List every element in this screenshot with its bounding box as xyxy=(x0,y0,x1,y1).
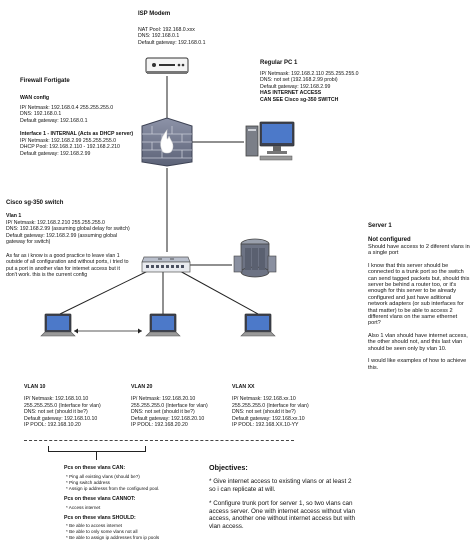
wan-line: DNS: 192.168.0.1 xyxy=(20,111,62,118)
cannot-title: Pcs on these vlans CANNOT: xyxy=(64,496,136,503)
arrowhead-left xyxy=(74,328,78,334)
laptop-icon xyxy=(240,313,276,337)
vlan-group-divider xyxy=(24,440,294,441)
can-item: * Ping switch address xyxy=(66,480,110,486)
objectives-paragraph: * Give internet access to existing vlans… xyxy=(209,478,352,493)
should-item: * Be able to access internet xyxy=(66,523,122,529)
wan-line: IP/ Netmask: 192.168.0.4 255.255.255.0 xyxy=(20,105,114,111)
firewall-title: Firewall Fortigate xyxy=(20,78,70,84)
vlan-line: DNS: not set (should it be?) xyxy=(232,409,296,416)
laptop-icon xyxy=(40,313,76,337)
vlan-group-bracket-stem xyxy=(96,451,97,460)
vlan-line: IP/ Netmask: 192.168.20.10 xyxy=(131,396,196,403)
should-title: Pcs on these vlans SHOULD: xyxy=(64,514,136,521)
vlan-title: VLAN 20 xyxy=(131,384,153,390)
can-item: * Assign ip addresss from the configured… xyxy=(66,486,160,492)
server-title: Server 1 xyxy=(368,223,392,229)
vlan-line: IP/ Netmask: 192.168.xx.10 xyxy=(232,396,296,403)
firewall-wan-title: WAN config xyxy=(20,95,50,101)
isp-modem-label-group: ISP Modem xyxy=(138,11,218,18)
vlan-line: Default gateway: 192.168.10.10 xyxy=(24,415,98,422)
pc-line: HAS INTERNET ACCESS xyxy=(260,90,322,97)
vlan-line: 255.255.255.0 (Interface for vlan) xyxy=(232,402,309,409)
should-item: * Be able to only some vlans not all xyxy=(66,529,138,535)
cannot-item: * Access internet xyxy=(66,504,101,510)
firewall-if1-title: Interface 1 - INTERNAL (Acts as DHCP ser… xyxy=(20,131,134,137)
server-paragraph: I know that this server should be connec… xyxy=(368,262,470,327)
vlan-line: DNS: not set (should it be?) xyxy=(24,409,88,416)
firewall-if1-details: IP/ Netmask: 192.168.2.99 255.255.255.0 … xyxy=(20,138,120,157)
server-description: Should have access to 2 diferent vlans i… xyxy=(368,244,470,371)
capabilities-section: Pcs on these vlans CAN: * Ping all exist… xyxy=(64,465,184,541)
vlan-group-bracket xyxy=(48,446,146,452)
wan-line: Default gateway: 192.168.0.1 xyxy=(20,117,88,124)
server-icon xyxy=(233,238,277,278)
vlan20-block: VLAN 20 IP/ Netmask: 192.168.20.10 255.2… xyxy=(131,384,208,428)
if1-line: IP/ Netmask: 192.168.2.99 255.255.255.0 xyxy=(20,138,117,144)
objectives-paragraph: * Configure trunk port for server 1, so … xyxy=(209,500,355,530)
pc-line: CAN SEE Cisco sg-350 SWITCH xyxy=(260,96,339,103)
server-paragraph: I would like examples of how to achieve … xyxy=(368,358,467,371)
pc-line: DNS: not set (192.168.2.99 probi) xyxy=(260,77,338,84)
can-title: Pcs on these vlans CAN: xyxy=(64,465,126,471)
firewall-icon xyxy=(141,117,193,167)
switch-vlanxx-link xyxy=(177,269,259,315)
switch-note: As far as i know is a good practice to l… xyxy=(6,253,129,279)
objectives-section: Objectives: * Give internet access to ex… xyxy=(209,463,359,531)
isp-line: NAT Pool: 192.168.0.xxx xyxy=(138,27,195,33)
switch-vlan-title: Vlan 1 xyxy=(6,213,22,219)
isp-line: Default gateway: 192.168.0.1 xyxy=(138,39,206,46)
switch-vlan-line: IP/ Netmask: 192.168.2.210 255.255.255.0 xyxy=(6,220,105,226)
server-status: Not configured xyxy=(368,237,411,243)
desktop-pc-icon xyxy=(245,121,295,161)
vlan-title: VLAN XX xyxy=(232,384,255,390)
pc-line: Default gateway: 192.168.2.99 xyxy=(260,83,331,90)
switch-vlan-line: Default gateway: 192.168.2.99 (assuming … xyxy=(6,232,118,246)
switch-vlan10-link xyxy=(59,269,151,315)
modem-icon xyxy=(145,57,189,74)
laptop-icon xyxy=(145,313,181,337)
vlanxx-block: VLAN XX IP/ Netmask: 192.168.xx.10 255.2… xyxy=(232,384,309,428)
isp-details: NAT Pool: 192.168.0.xxx DNS: 192.168.0.1… xyxy=(138,27,206,46)
pc-line: IP/ Netmask: 192.168.2.110 255.255.255.0 xyxy=(260,71,359,77)
pc-title: Regular PC 1 xyxy=(260,60,298,66)
if1-line: Default gateway: 192.168.2.99 xyxy=(20,150,91,157)
can-item: * Ping all existing vlans (should be?) xyxy=(66,474,140,480)
server-paragraph: Should have access to 2 diferent vlans i… xyxy=(368,244,470,257)
should-item: * Be able to assign ip addresses from ip… xyxy=(66,535,160,541)
vlan-line: 255.255.255.0 (Interface for vlan) xyxy=(24,402,101,409)
isp-line: DNS: 192.168.0.1 xyxy=(138,33,180,40)
switch-vlan-details: IP/ Netmask: 192.168.2.210 255.255.255.0… xyxy=(6,220,134,246)
arrowhead-right xyxy=(138,328,142,334)
server-paragraph: Also 1 vlan should have internet access,… xyxy=(368,332,468,352)
vlan-title: VLAN 10 xyxy=(24,384,46,390)
switch-vlan-line: DNS: 192.168.2.99 (assuming global delay… xyxy=(6,226,130,233)
if1-line: DHCP Pool: 192.168.2.110 - 192.168.2.210 xyxy=(20,144,120,151)
objectives-title: Objectives: xyxy=(209,463,248,472)
pc-details: IP/ Netmask: 192.168.2.110 255.255.255.0… xyxy=(260,71,359,103)
isp-title: ISP Modem xyxy=(138,11,171,17)
firewall-wan-details: IP/ Netmask: 192.168.0.4 255.255.255.0 D… xyxy=(20,105,113,124)
vlan-line: Default gateway: 192.168.xx.10 xyxy=(232,415,305,422)
vlan-line: DNS: not set (should it be?) xyxy=(131,409,195,416)
vlan-line: IP POOL: 192.168.20.20 xyxy=(131,422,188,429)
vlan-line: IP POOL: 192.168.XX.10-YY xyxy=(232,422,299,429)
switch-title: Cisco sg-350 switch xyxy=(6,200,64,206)
vlan-line: 255.255.255.0 (Interface for vlan) xyxy=(131,402,208,409)
vlan-line: Default gateway: 192.168.20.10 xyxy=(131,415,205,422)
vlan-line: IP POOL: 192.168.10.20 xyxy=(24,422,81,429)
vlan-line: IP/ Netmask: 192.168.10.10 xyxy=(24,396,89,403)
vlan10-block: VLAN 10 IP/ Netmask: 192.168.10.10 255.2… xyxy=(24,384,101,428)
switch-icon xyxy=(141,256,191,273)
